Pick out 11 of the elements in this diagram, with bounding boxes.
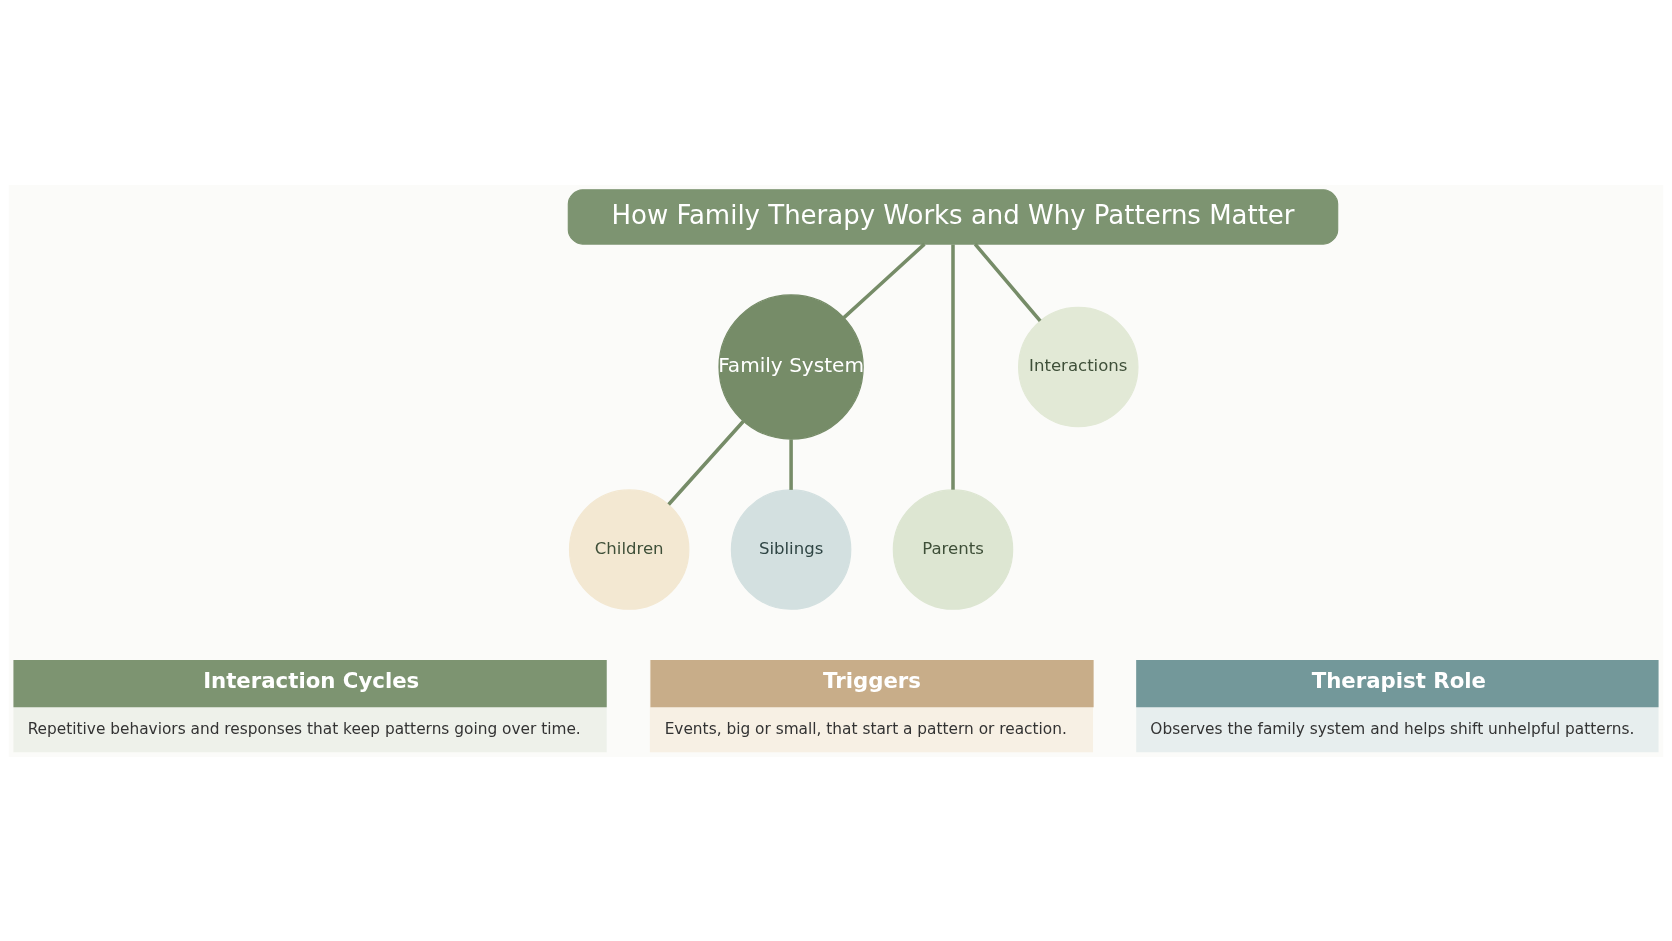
node-circle: Children bbox=[568, 488, 690, 610]
node-circle: Family System bbox=[718, 293, 864, 440]
connector bbox=[973, 242, 1042, 322]
node-circle: Parents bbox=[892, 488, 1014, 610]
node-circle: Interactions bbox=[1018, 306, 1139, 427]
connector bbox=[789, 438, 793, 490]
node-box: How Family Therapy Works and Why Patterns Matter bbox=[567, 188, 1339, 245]
connector bbox=[667, 419, 745, 506]
connector bbox=[951, 244, 955, 490]
connector bbox=[842, 242, 926, 319]
node-circle: Siblings bbox=[730, 488, 852, 610]
